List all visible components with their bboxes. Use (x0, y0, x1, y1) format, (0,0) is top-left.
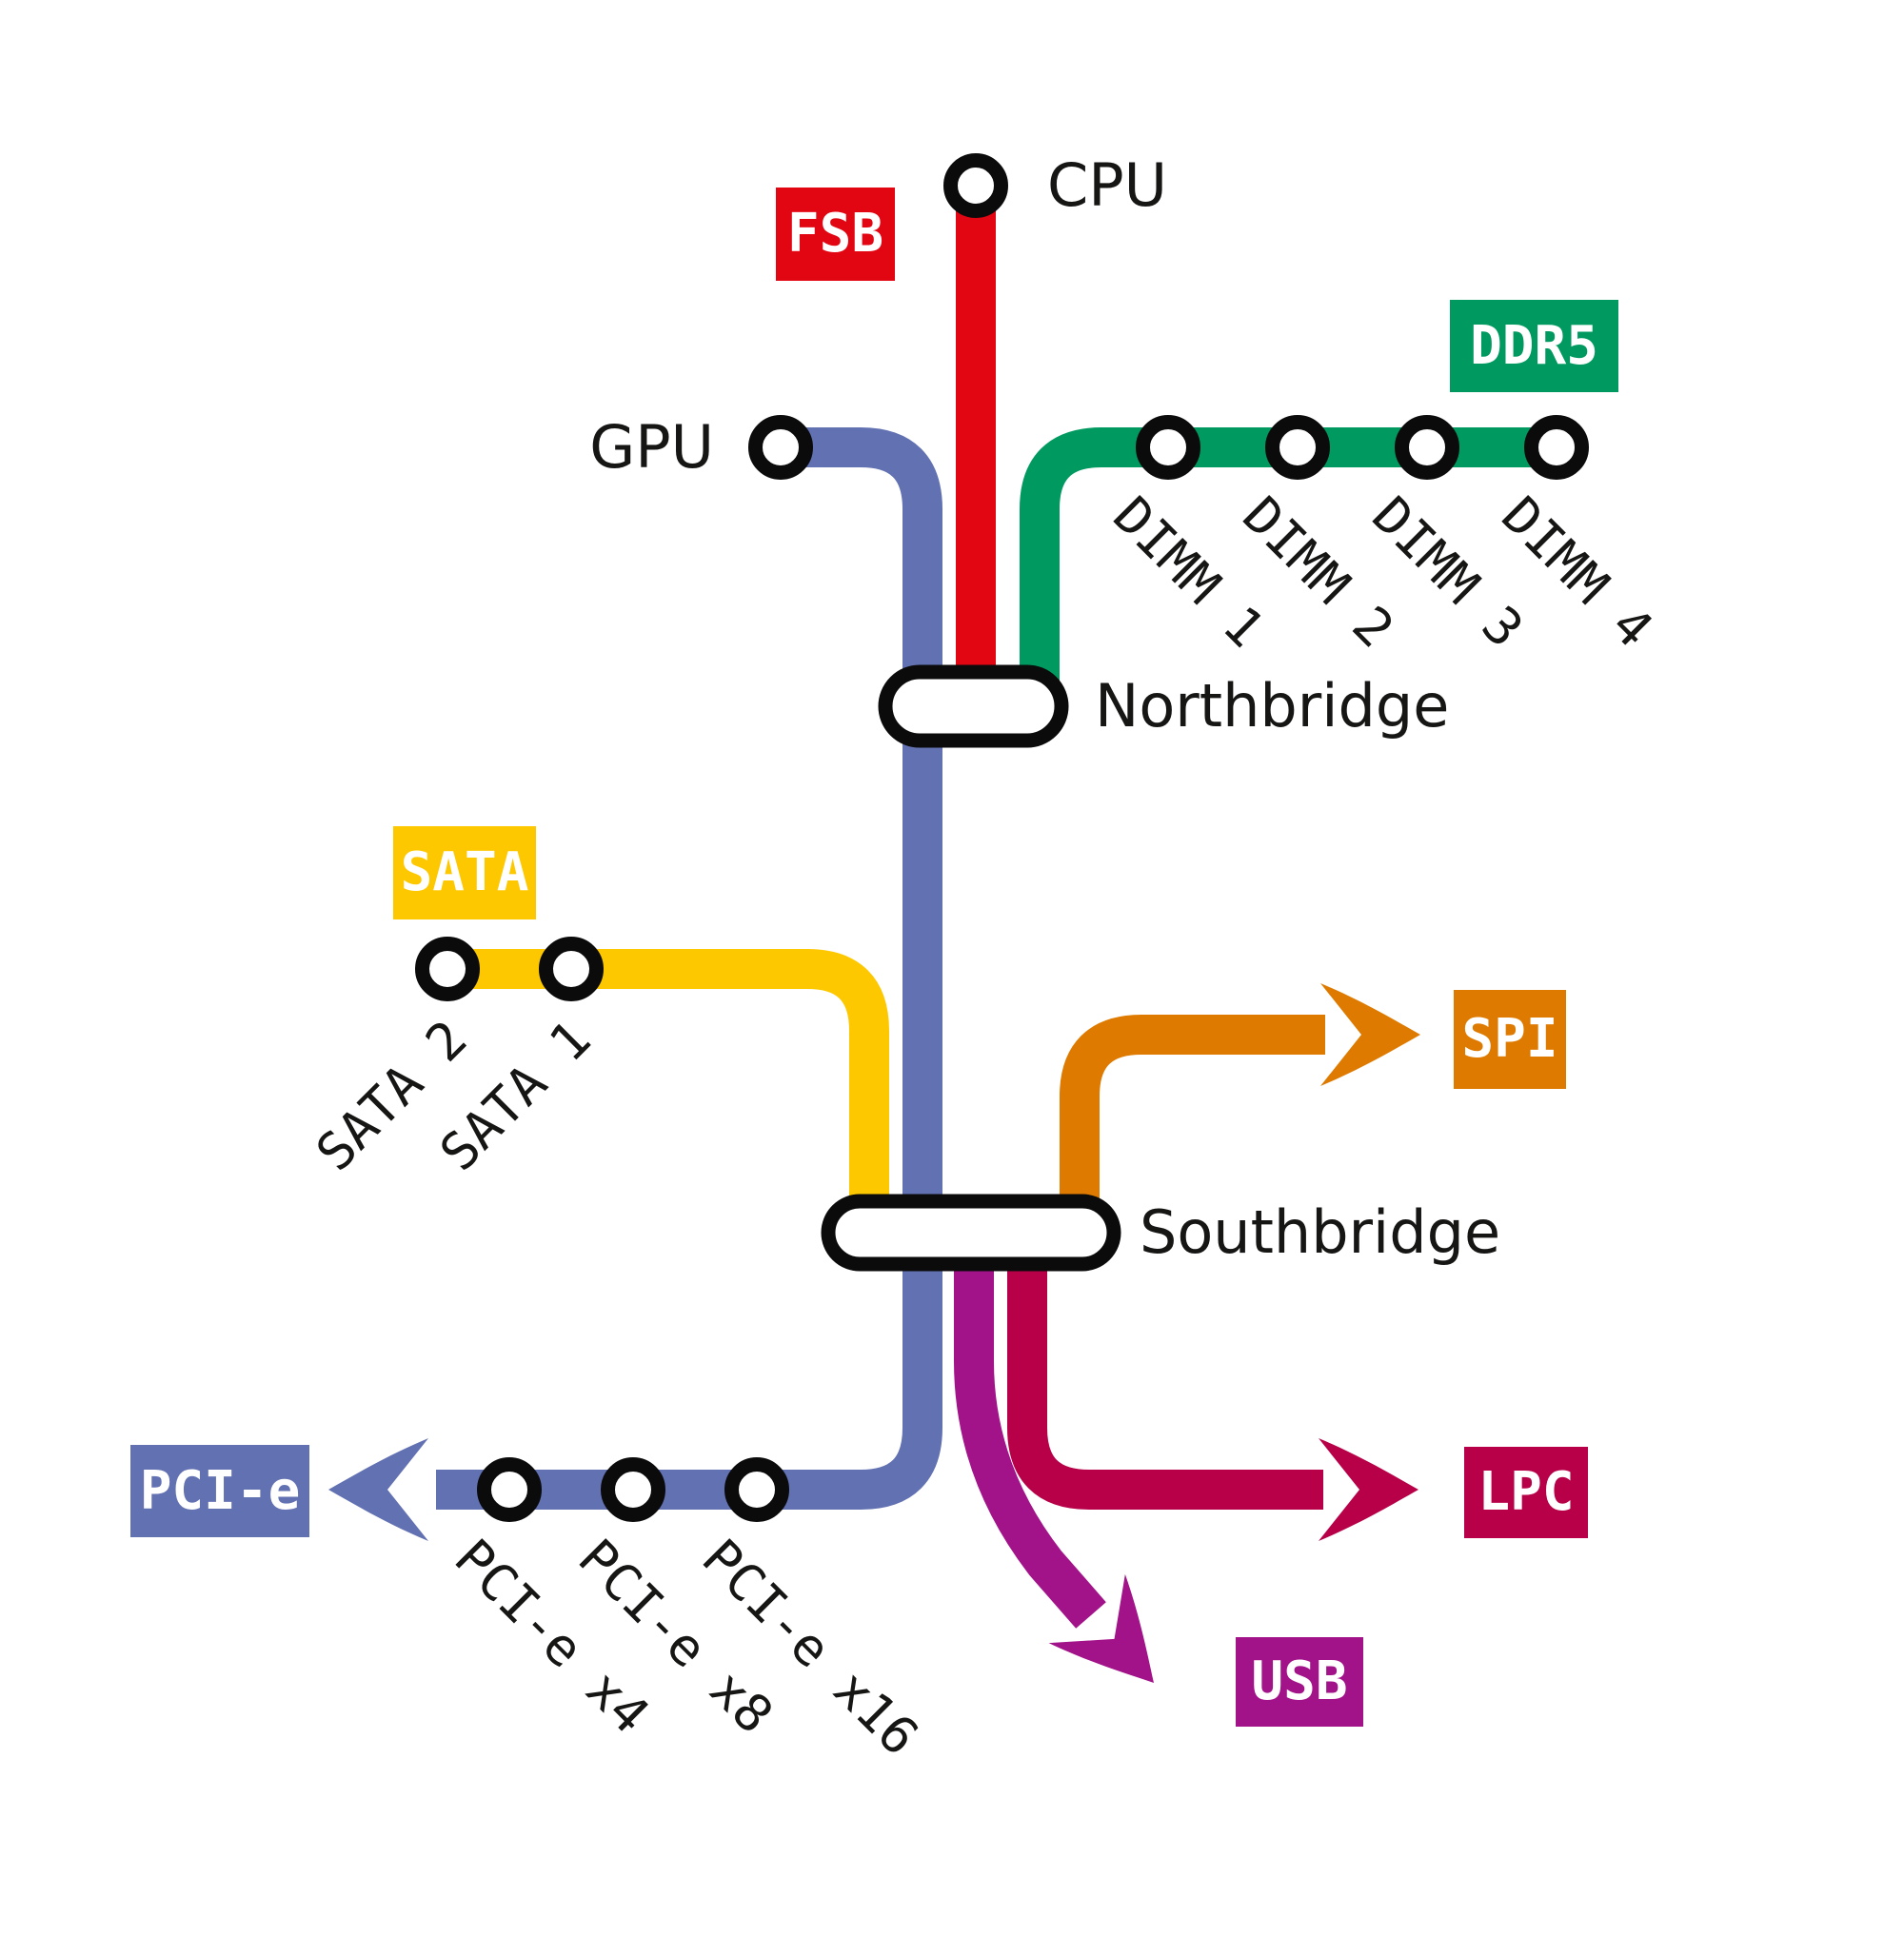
usb-line (954, 1237, 1106, 1629)
southbridge-pill (821, 1194, 1121, 1272)
northbridge-pill (878, 664, 1069, 748)
sata-1-station (539, 937, 604, 1001)
sata-2-station (415, 937, 480, 1001)
ddr5-badge: DDR5 (1450, 300, 1618, 392)
ddr5-line (1020, 427, 1577, 706)
spi-line (1060, 1015, 1325, 1230)
cpu-label: CPU (1047, 150, 1168, 220)
cpu-station (943, 153, 1008, 218)
northbridge-label: Northbridge (1095, 671, 1450, 741)
fsb-badge: FSB (776, 188, 895, 281)
dimm-4-station (1524, 415, 1589, 480)
sata-line (440, 949, 889, 1230)
spi-badge: SPI (1454, 990, 1566, 1089)
spi-arrowhead (1320, 983, 1420, 1086)
usb-badge: USB (1236, 1637, 1363, 1727)
dimm-2-station (1265, 415, 1330, 480)
pcie-x4-station (477, 1457, 542, 1522)
lpc-badge: LPC (1464, 1447, 1588, 1538)
pcie-arrowhead (328, 1438, 428, 1541)
pcie-x8-station (601, 1457, 665, 1522)
lpc-line (1007, 1237, 1323, 1510)
dimm-3-station (1395, 415, 1459, 480)
sata-badge: SATA (393, 826, 536, 919)
pcie-x16-station (724, 1457, 789, 1522)
southbridge-label: Southbridge (1140, 1197, 1501, 1267)
gpu-label: GPU (589, 412, 714, 482)
pcie-badge: PCI-e (130, 1445, 309, 1537)
pcie-main-line (436, 427, 942, 1510)
usb-arrowhead (1048, 1573, 1154, 1683)
lpc-arrowhead (1319, 1438, 1418, 1541)
gpu-station (748, 415, 813, 480)
dimm-1-station (1136, 415, 1200, 480)
